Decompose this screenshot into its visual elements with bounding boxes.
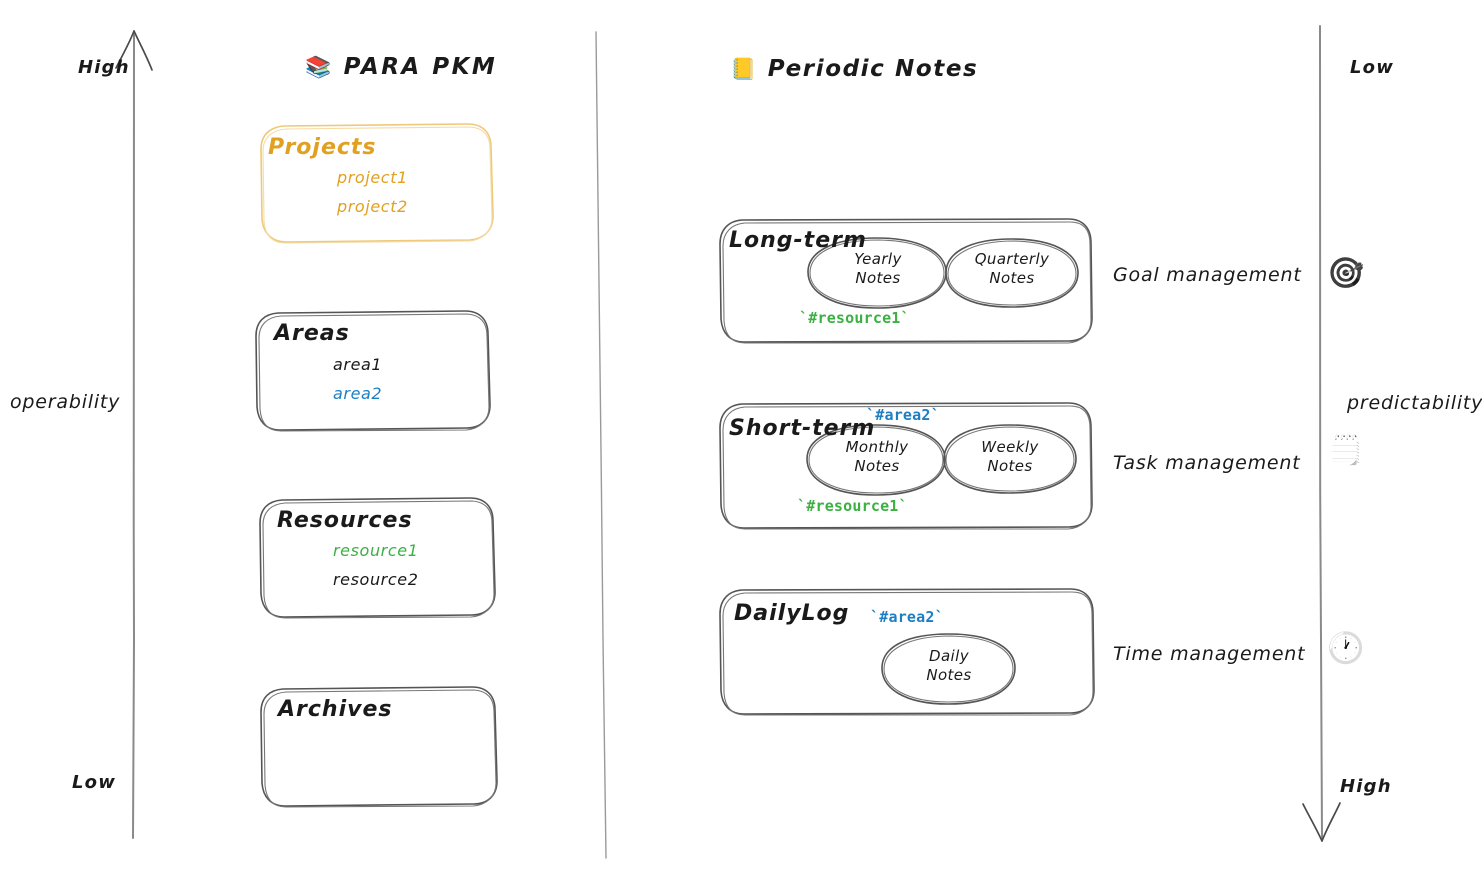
daily-notes-text-line1: Daily bbox=[929, 647, 969, 665]
projects-box[interactable]: Projects project1 project2 bbox=[261, 124, 493, 242]
resources-item-2[interactable]: resource2 bbox=[333, 570, 419, 589]
projects-title: Projects bbox=[268, 135, 377, 160]
weekly-notes-text-line1: Weekly bbox=[981, 438, 1039, 456]
para-title-text: PARA PKM bbox=[343, 54, 498, 80]
notebook-emoji: 📒 bbox=[730, 56, 758, 81]
notepad-emoji: 🗒️ bbox=[1327, 434, 1365, 469]
periodic-section-title: 📒 Periodic Notes bbox=[730, 56, 978, 82]
time-management-label: Time management bbox=[1113, 643, 1306, 665]
long-term-group[interactable]: Long-term bbox=[720, 219, 1093, 343]
monthly-notes-text-line2: Notes bbox=[854, 456, 900, 475]
daily-notes-label: Daily Notes bbox=[891, 647, 1007, 685]
areas-title: Areas bbox=[274, 321, 350, 346]
target-emoji: 🎯 bbox=[1327, 256, 1365, 291]
daily-log-tag-area2[interactable]: `#area2` bbox=[870, 608, 944, 626]
weekly-notes-text-line2: Notes bbox=[987, 456, 1033, 475]
periodic-title-text: Periodic Notes bbox=[767, 56, 979, 82]
monthly-notes-text-line1: Monthly bbox=[845, 438, 909, 456]
center-divider bbox=[595, 31, 607, 859]
projects-item-2[interactable]: project2 bbox=[337, 197, 408, 216]
long-term-title: Long-term bbox=[729, 228, 867, 253]
clock-emoji: 🕐 bbox=[1327, 631, 1365, 666]
archives-box[interactable]: Archives bbox=[261, 687, 497, 806]
yearly-notes-label: Yearly Notes bbox=[820, 250, 936, 288]
resources-box[interactable]: Resources resource1 resource2 bbox=[260, 498, 495, 617]
areas-box[interactable]: Areas area1 area2 bbox=[256, 311, 490, 430]
goal-management-label: Goal management bbox=[1113, 264, 1302, 286]
weekly-notes-label: Weekly Notes bbox=[953, 438, 1067, 476]
archives-title: Archives bbox=[278, 697, 393, 722]
daily-log-group[interactable]: DailyLog bbox=[720, 589, 1095, 715]
yearly-notes-text-line2: Notes bbox=[855, 268, 901, 287]
right-axis-top-label: Low bbox=[1350, 57, 1395, 78]
books-emoji: 📚 bbox=[305, 54, 334, 79]
task-management-label: Task management bbox=[1113, 452, 1301, 474]
left-axis-bottom-label: Low bbox=[72, 772, 117, 793]
yearly-notes-text-line1: Yearly bbox=[854, 250, 902, 268]
resources-title: Resources bbox=[277, 508, 413, 533]
areas-item-2[interactable]: area2 bbox=[333, 384, 383, 403]
quarterly-notes-label: Quarterly Notes bbox=[955, 250, 1069, 288]
short-term-group[interactable]: Short-term bbox=[720, 403, 1093, 529]
daily-log-title: DailyLog bbox=[734, 601, 850, 626]
right-axis-bottom-label: High bbox=[1340, 776, 1392, 797]
areas-item-1[interactable]: area1 bbox=[333, 355, 383, 374]
quarterly-notes-text-line2: Notes bbox=[989, 268, 1035, 287]
short-term-tag-area2[interactable]: `#area2` bbox=[866, 406, 940, 424]
monthly-notes-label: Monthly Notes bbox=[819, 438, 935, 476]
short-term-tag-resource1[interactable]: `#resource1` bbox=[797, 497, 908, 515]
daily-notes-text-line2: Notes bbox=[926, 665, 972, 684]
short-term-title: Short-term bbox=[729, 416, 876, 441]
left-axis-top-label: High bbox=[78, 57, 130, 78]
para-section-title: 📚 PARA PKM bbox=[305, 54, 497, 80]
left-axis-name: operability bbox=[10, 391, 121, 413]
left-axis-arrow bbox=[115, 30, 153, 839]
quarterly-notes-text-line1: Quarterly bbox=[974, 250, 1050, 268]
right-axis-name: predictability bbox=[1347, 392, 1482, 414]
projects-item-1[interactable]: project1 bbox=[337, 168, 408, 187]
long-term-tag-resource1[interactable]: `#resource1` bbox=[799, 309, 910, 327]
resources-item-1[interactable]: resource1 bbox=[333, 541, 419, 560]
